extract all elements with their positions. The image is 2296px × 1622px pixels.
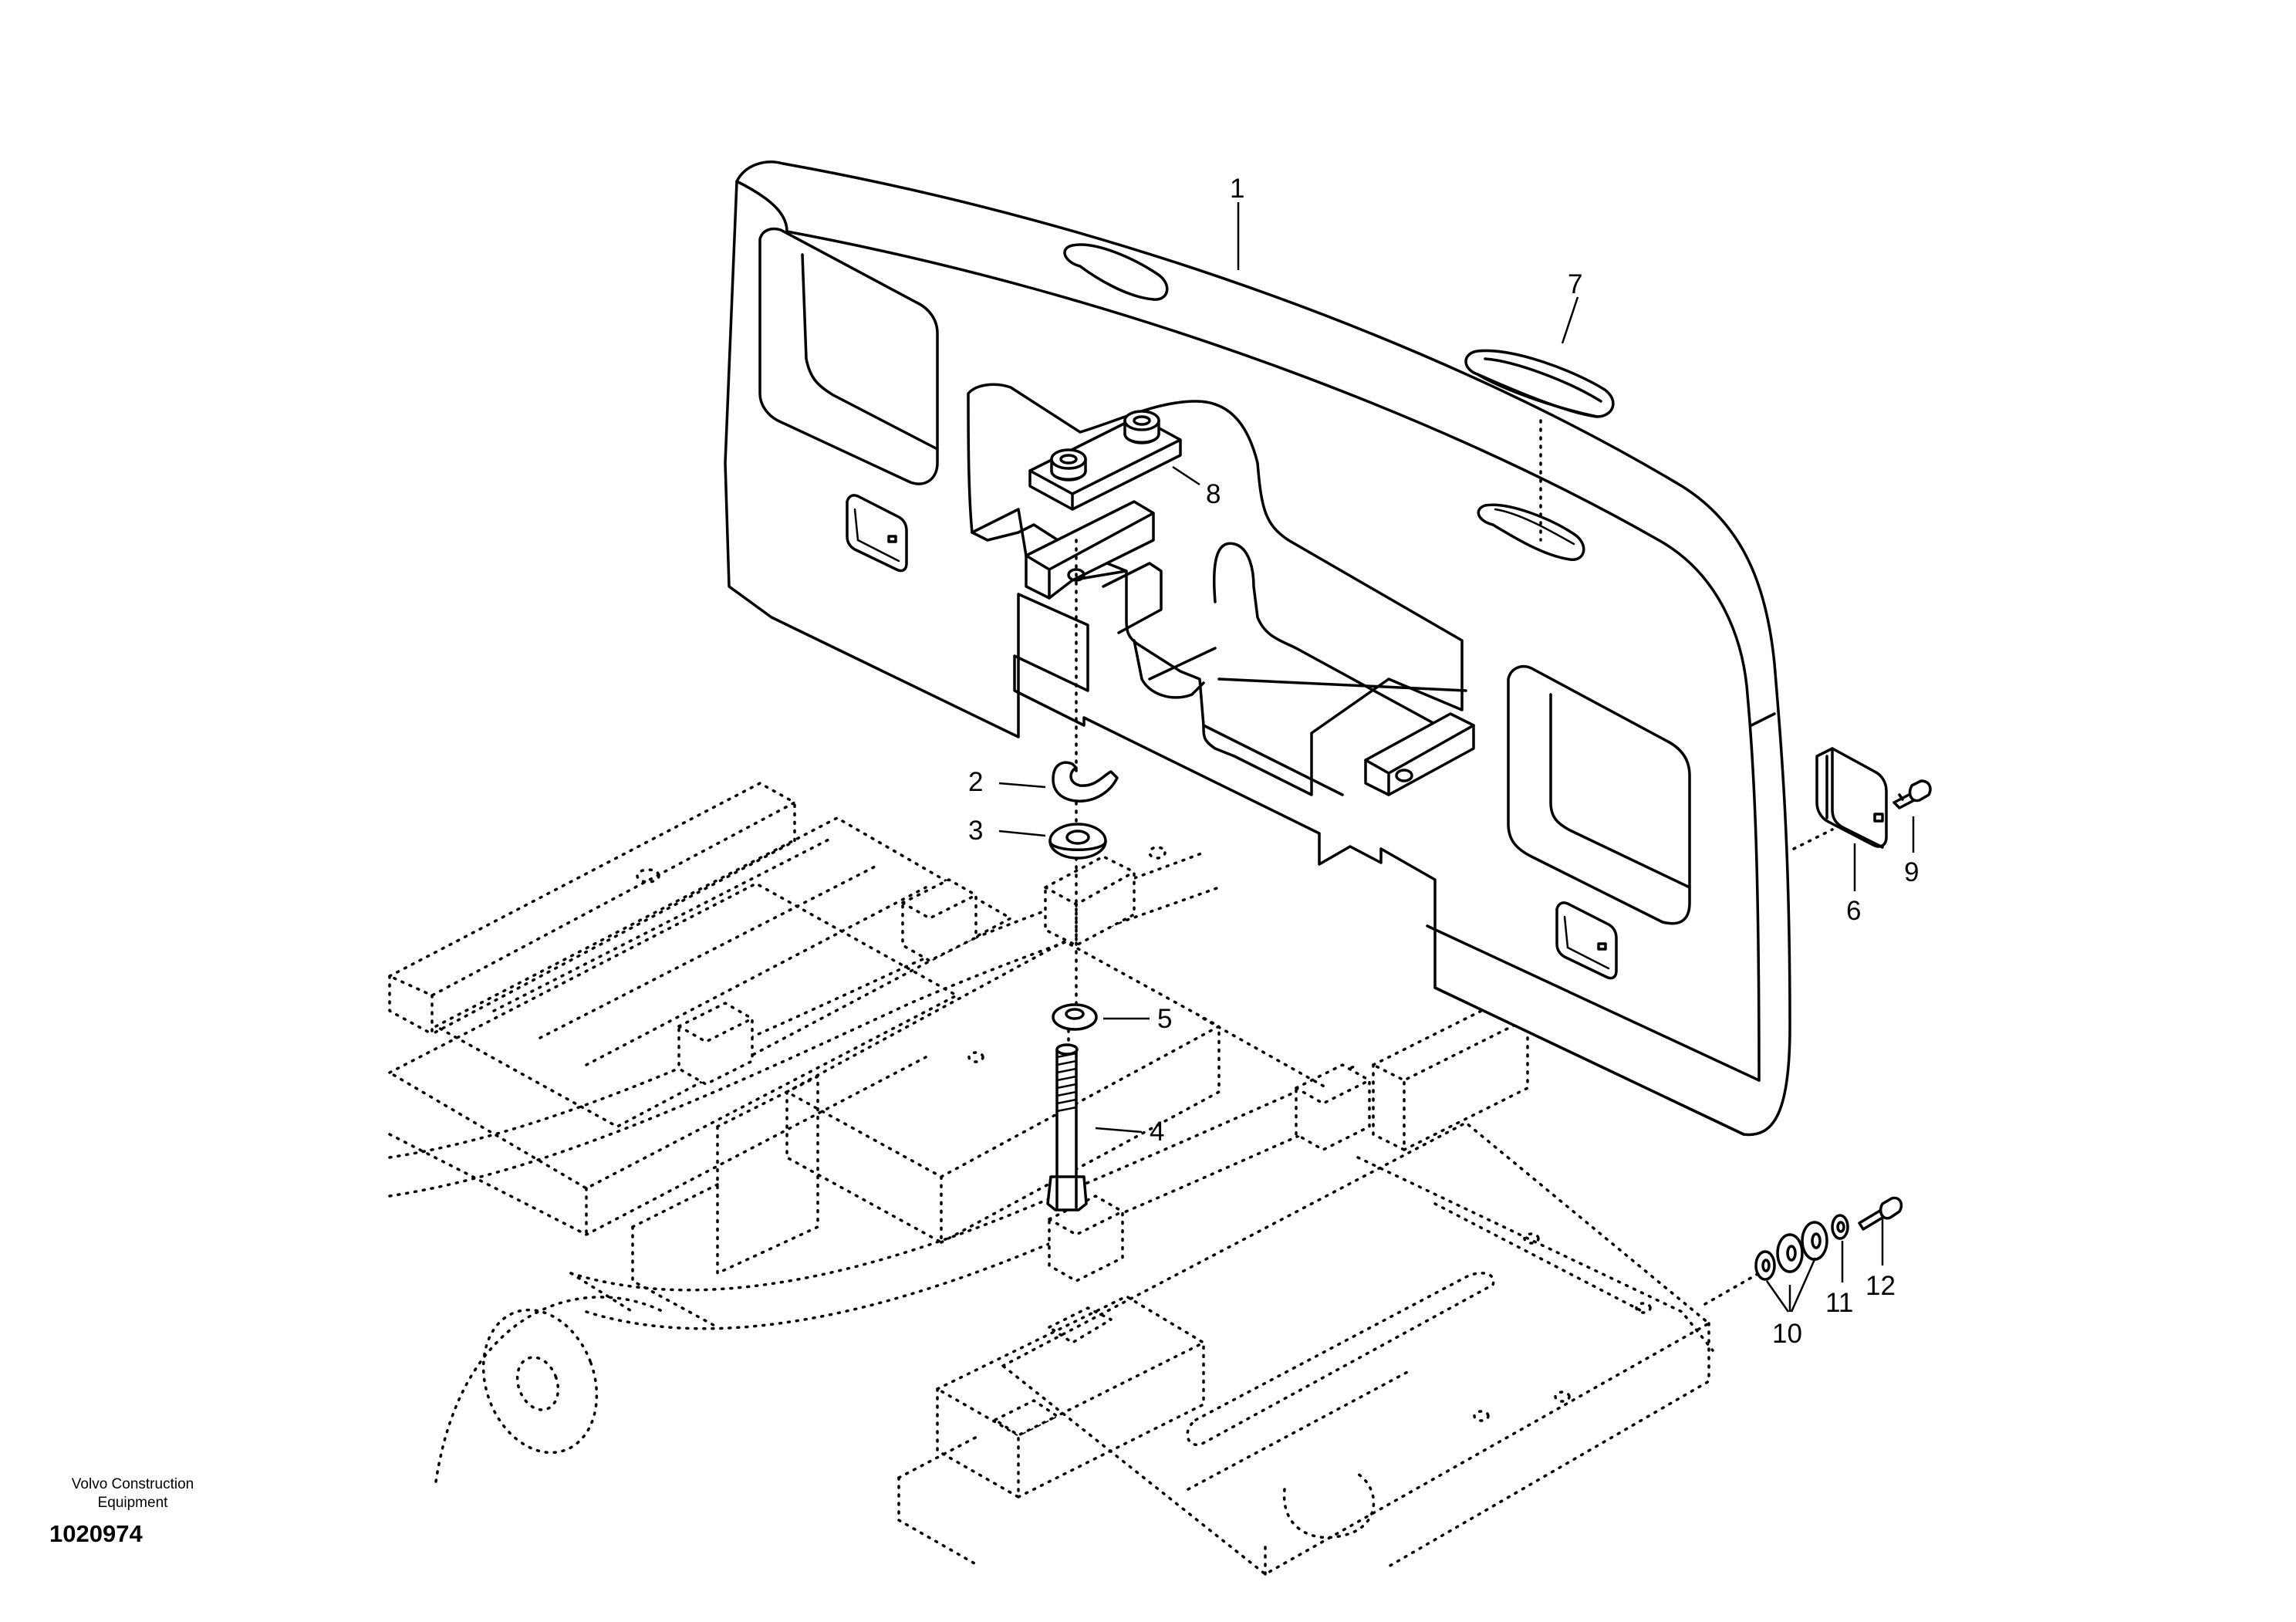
brand-line-1: Volvo Construction xyxy=(71,1476,194,1492)
document-number: 1020974 xyxy=(49,1520,143,1547)
callout-9: 9 xyxy=(1904,857,1919,887)
brand-label: Volvo Construction Equipment xyxy=(56,1475,210,1512)
callout-4: 4 xyxy=(1150,1117,1164,1147)
callout-5: 5 xyxy=(1157,1004,1172,1034)
upperstructure-frame xyxy=(388,782,1714,1576)
callout-2: 2 xyxy=(968,767,983,797)
mounting-plate-part-8 xyxy=(1028,410,1182,511)
callout-1: 1 xyxy=(1230,174,1244,204)
cover-plate-part-6 xyxy=(1815,747,1888,849)
callout-3: 3 xyxy=(968,816,983,846)
cover-cap-part-7 xyxy=(1464,349,1615,418)
callout-12: 12 xyxy=(1866,1271,1896,1301)
callout-labels: 1 7 8 2 3 5 4 6 9 10 11 12 xyxy=(968,174,1919,1349)
callout-11: 11 xyxy=(1825,1288,1853,1318)
callout-10: 10 xyxy=(1772,1319,1802,1349)
callout-leaders xyxy=(998,202,1915,1313)
clip-part-2 xyxy=(1052,761,1119,803)
callout-7: 7 xyxy=(1568,269,1582,299)
counterweight xyxy=(724,161,1791,1137)
assembly-axis-lines xyxy=(1067,419,1834,1306)
callout-6: 6 xyxy=(1846,896,1861,926)
bolt-part-12 xyxy=(1858,1196,1903,1231)
brand-line-2: Equipment xyxy=(97,1495,168,1511)
washer-part-3 xyxy=(1048,823,1107,860)
washers-part-10 xyxy=(1754,1221,1828,1281)
bolt-part-9 xyxy=(1893,779,1932,809)
bolt-part-4 xyxy=(1046,1043,1088,1211)
callout-8: 8 xyxy=(1206,479,1221,509)
washer-part-5 xyxy=(1052,1003,1098,1031)
washer-part-11 xyxy=(1831,1214,1849,1240)
